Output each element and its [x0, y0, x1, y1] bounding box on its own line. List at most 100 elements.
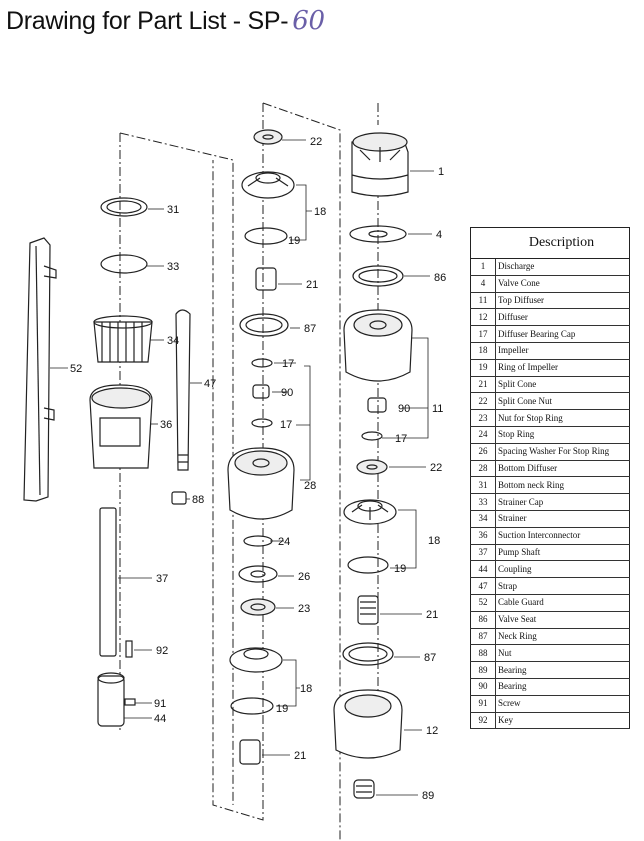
strainer-cap-33-part [100, 254, 148, 274]
part-number-cell: 92 [470, 712, 496, 730]
callout-17a: 17 [282, 358, 294, 370]
split-cone-nut-22b-part [356, 459, 388, 475]
impeller-ring-19c-part [230, 697, 274, 715]
callout-11: 11 [432, 403, 443, 415]
callout-labels: 1 4 86 11 90 17 22 18 19 21 87 12 89 22 … [70, 136, 446, 802]
bottom-diffuser-28-part [227, 447, 295, 520]
callout-34: 34 [167, 335, 179, 347]
strainer-34-part [93, 315, 153, 363]
callout-87b: 87 [424, 652, 436, 664]
callout-89: 89 [422, 790, 434, 802]
part-number-cell: 33 [470, 493, 496, 511]
part-description-cell: Strainer Cap [495, 493, 630, 511]
neck-ring-87a-part [239, 313, 289, 337]
part-description-cell: Spacing Washer For Stop Ring [495, 443, 630, 461]
callout-23: 23 [298, 603, 310, 615]
callout-18a: 18 [314, 206, 326, 218]
callout-18c: 18 [300, 683, 312, 695]
part-number-cell: 11 [470, 292, 496, 310]
part-number-cell: 23 [470, 409, 496, 427]
part-description-cell: Impeller [495, 342, 630, 360]
part-number-cell: 37 [470, 544, 496, 562]
callout-1: 1 [438, 166, 444, 178]
callout-21a: 21 [306, 279, 318, 291]
part-number-cell: 90 [470, 678, 496, 696]
nut-23-part [240, 598, 276, 616]
part-number-cell: 52 [470, 594, 496, 612]
callout-18b: 18 [428, 535, 440, 547]
callout-36: 36 [160, 419, 172, 431]
strap-47-part [175, 309, 191, 471]
pump-shaft-37-part [99, 507, 117, 657]
callout-37: 37 [156, 573, 168, 585]
bearing-cap-17c-part [361, 431, 383, 441]
coupling-44-part [97, 672, 125, 727]
title-text: Drawing for Part List - SP- [6, 7, 289, 35]
suction-interconnector-36-part [89, 384, 153, 469]
nut-88-part [171, 491, 187, 505]
callout-90a: 90 [281, 387, 293, 399]
part-description-cell: Nut [495, 644, 630, 663]
part-description-cell: Top Diffuser [495, 292, 630, 310]
callout-21b: 21 [426, 609, 438, 621]
discharge-part [351, 132, 409, 197]
part-number-cell: 19 [470, 359, 496, 377]
callout-92: 92 [156, 645, 168, 657]
bearing-90a-part [252, 384, 270, 399]
part-description-cell: Cable Guard [495, 594, 630, 612]
neck-ring-87b-part [342, 642, 394, 666]
callout-47: 47 [204, 378, 216, 390]
part-description-cell: Strainer [495, 510, 630, 528]
impeller-ring-19b-part [347, 556, 389, 574]
callout-19a: 19 [288, 235, 300, 247]
callout-31: 31 [167, 204, 179, 216]
callout-88: 88 [192, 494, 204, 506]
callout-44: 44 [154, 713, 166, 725]
callout-90b: 90 [398, 403, 410, 415]
valve-cone-part [349, 225, 407, 243]
part-number-cell: 18 [470, 342, 496, 360]
bearing-90b-part [367, 397, 387, 413]
part-number-cell: 24 [470, 426, 496, 444]
callout-91: 91 [154, 698, 166, 710]
impeller-ring-19a-part [244, 227, 288, 245]
part-description-cell: Key [495, 712, 630, 730]
top-diffuser-part [343, 309, 413, 382]
model-number-handwritten: 60 [292, 6, 325, 36]
part-description-cell: Coupling [495, 560, 630, 579]
valve-seat-part [352, 265, 404, 287]
callout-19c: 19 [276, 703, 288, 715]
part-number-cell: 1 [470, 258, 496, 276]
part-description-cell: Suction Interconnector [495, 527, 630, 545]
impeller-18b-part [343, 499, 397, 525]
part-description-cell: Split Cone [495, 376, 630, 394]
part-number-cell: 31 [470, 476, 496, 495]
part-number-cell: 22 [470, 392, 496, 411]
part-description-cell: Stop Ring [495, 426, 630, 444]
part-number-cell: 87 [470, 628, 496, 646]
callout-24: 24 [278, 536, 290, 548]
callout-17b: 17 [280, 419, 292, 431]
part-number-cell: 44 [470, 560, 496, 579]
part-number-cell: 36 [470, 527, 496, 545]
page-title: Drawing for Part List - SP-60 [6, 6, 325, 36]
